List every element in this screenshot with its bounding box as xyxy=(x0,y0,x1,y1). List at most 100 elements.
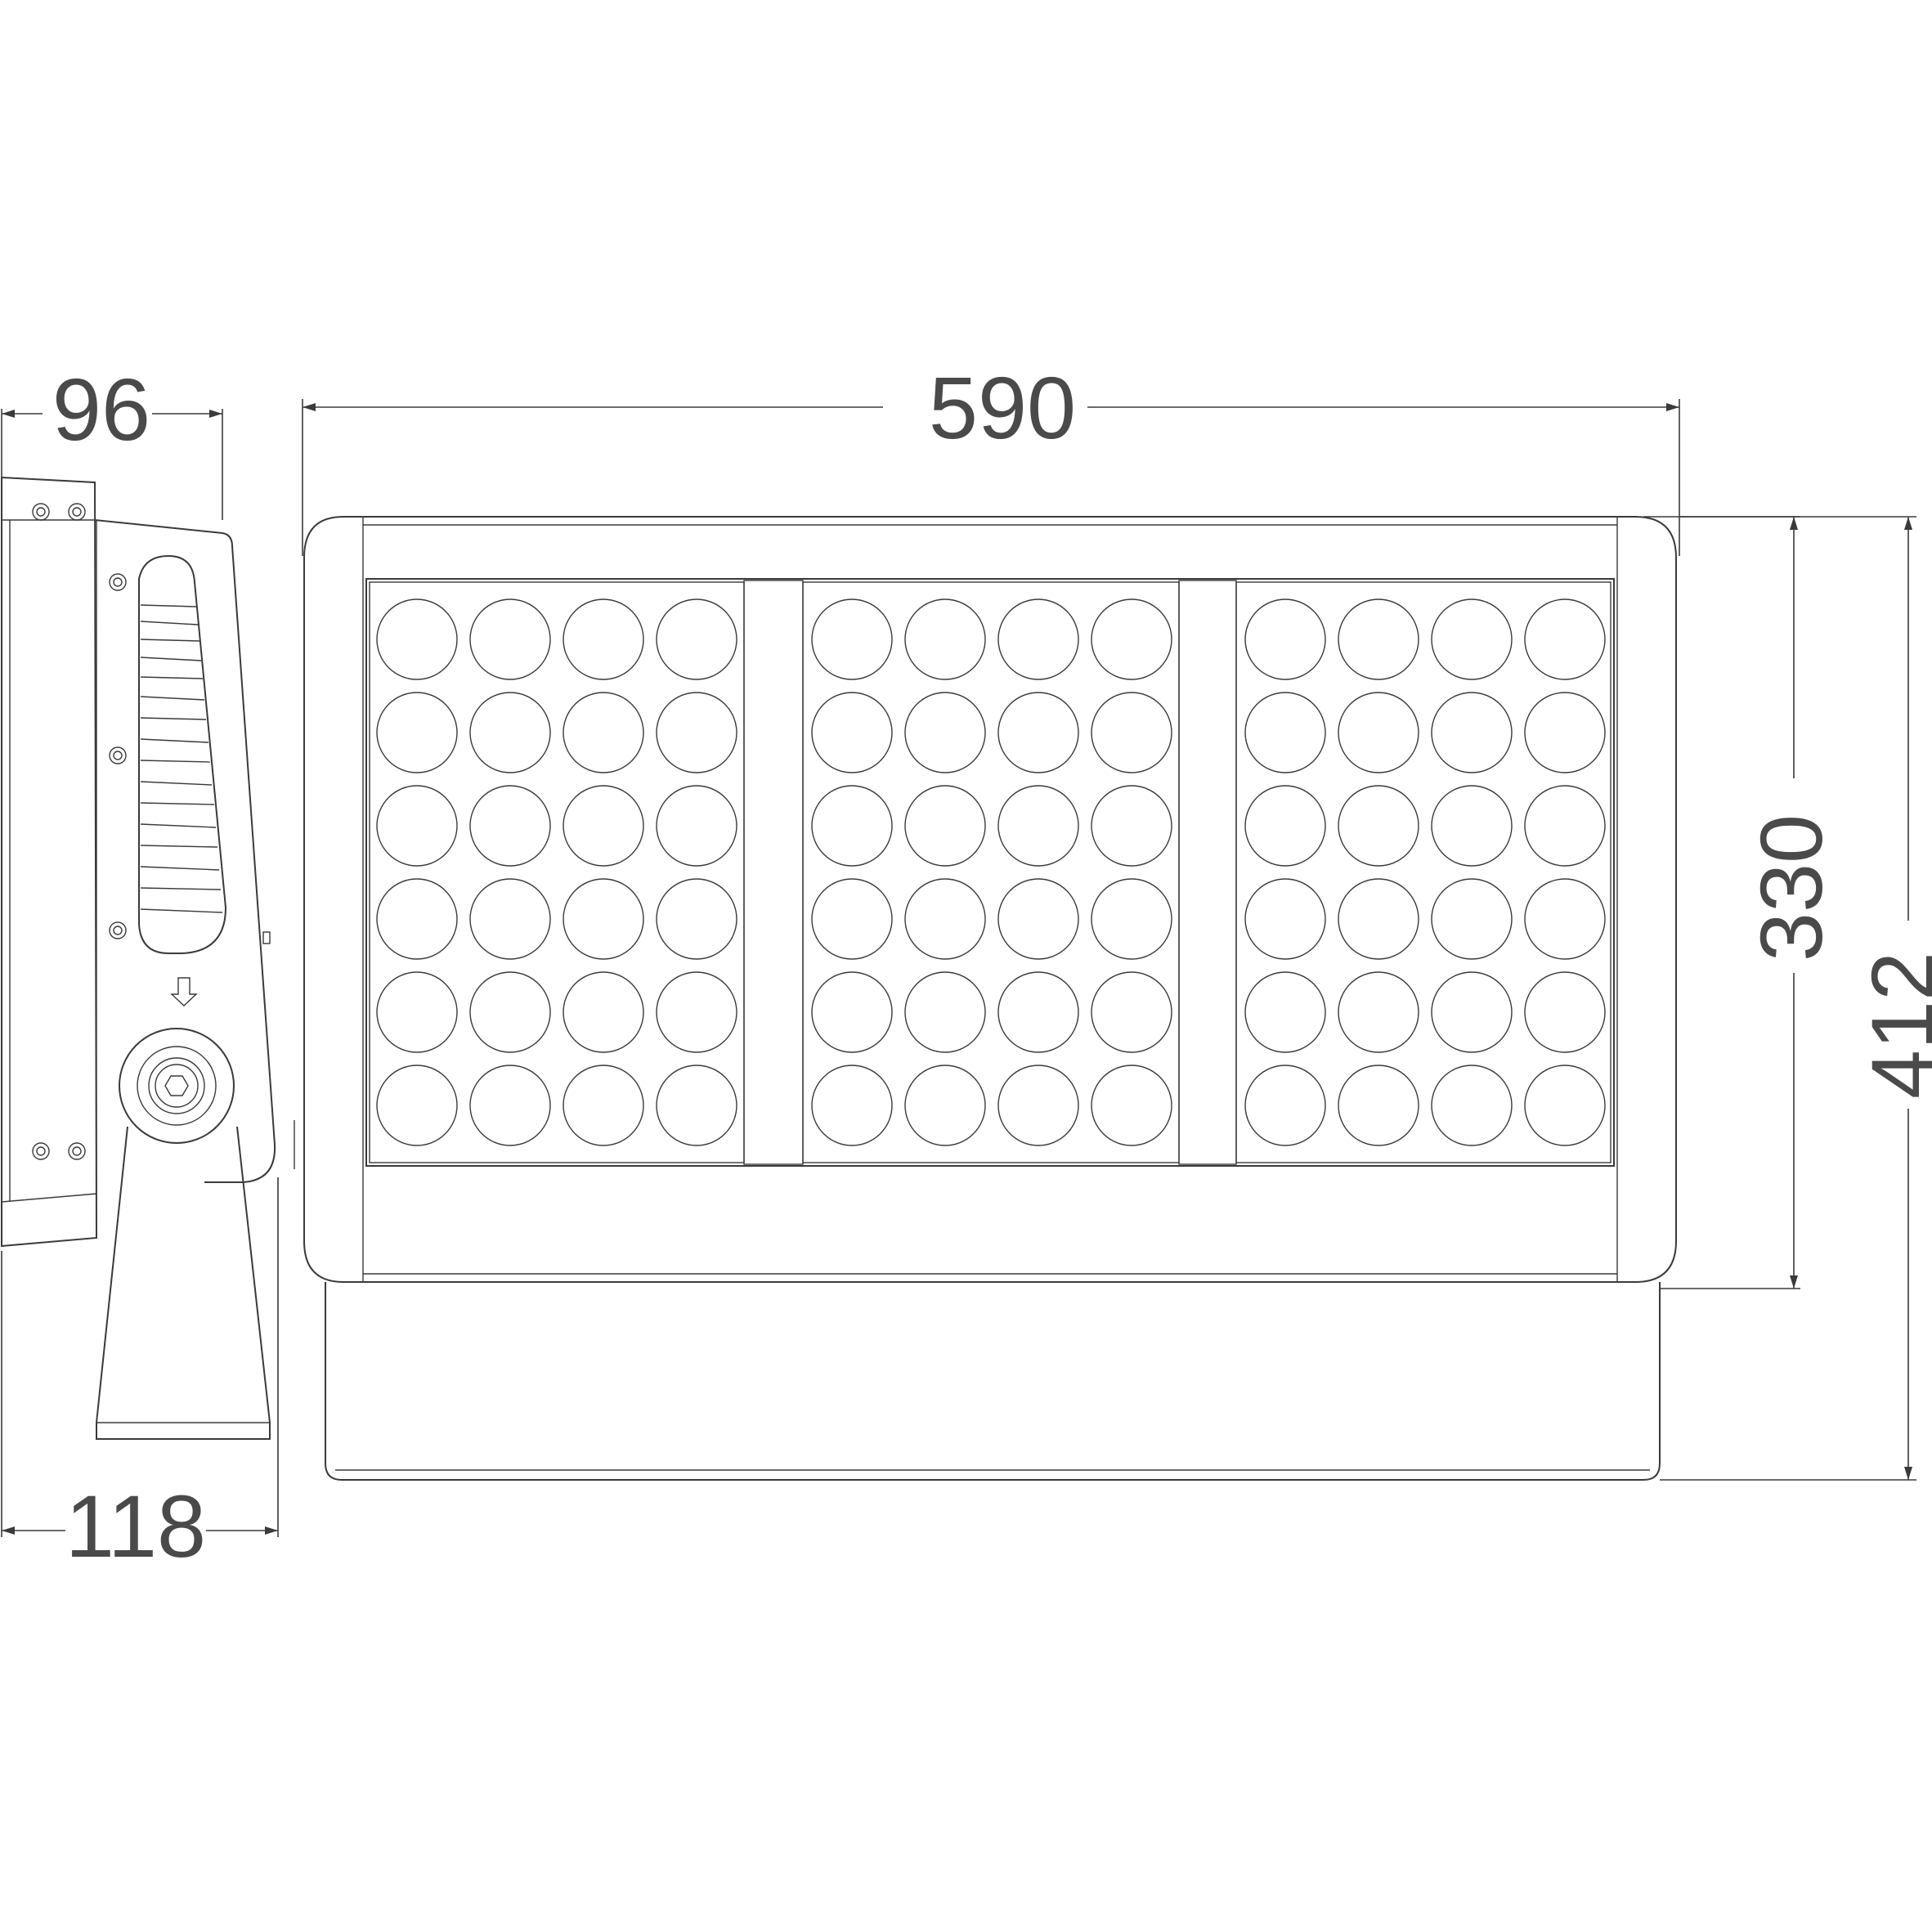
led-lens xyxy=(811,785,893,867)
led-lens xyxy=(1524,785,1606,867)
led-lens xyxy=(376,878,458,960)
led-lens xyxy=(563,785,644,867)
dim-front-width: 590 xyxy=(929,358,1076,457)
led-lens xyxy=(1524,692,1606,773)
dim-side-depth: 96 xyxy=(52,360,150,459)
dimension-412: 412 xyxy=(1660,516,1932,1481)
led-lens xyxy=(904,878,986,960)
dim-side-base: 118 xyxy=(65,1477,206,1576)
led-module-right xyxy=(1235,581,1611,1163)
led-module-left xyxy=(369,581,745,1163)
led-lens xyxy=(1431,971,1513,1053)
hex-bolt-icon xyxy=(164,1075,189,1096)
dim-front-height-total: 412 xyxy=(1853,952,1932,1099)
led-lens xyxy=(1338,971,1419,1053)
dimension-118: 118 xyxy=(1,1177,279,1576)
side-screws xyxy=(32,503,127,1160)
side-front-plate xyxy=(1,476,98,1248)
led-lens xyxy=(1431,692,1513,773)
side-housing xyxy=(94,519,276,1183)
led-lens xyxy=(469,785,551,867)
led-lens xyxy=(656,785,737,867)
led-lens xyxy=(563,1065,644,1146)
led-lens xyxy=(997,971,1079,1053)
led-lens xyxy=(904,785,986,867)
led-lens xyxy=(997,598,1079,680)
led-grid xyxy=(376,598,1606,1146)
dimension-330: 330 xyxy=(1643,516,1840,1289)
led-lens xyxy=(904,971,986,1053)
led-lens xyxy=(904,692,986,773)
led-lens xyxy=(811,878,893,960)
led-lens xyxy=(469,878,551,960)
led-area-frame xyxy=(365,578,1615,1167)
led-lens xyxy=(1338,785,1419,867)
led-lens xyxy=(1244,785,1326,867)
tilt-arrow-icon xyxy=(170,977,198,1006)
front-view xyxy=(303,516,1677,1481)
led-lens xyxy=(376,692,458,773)
led-lens xyxy=(904,598,986,680)
led-lens xyxy=(1431,1065,1513,1146)
led-lens xyxy=(1338,692,1419,773)
led-lens xyxy=(563,692,644,773)
led-lens xyxy=(811,692,893,773)
led-lens xyxy=(656,598,737,680)
led-lens xyxy=(1524,1065,1606,1146)
led-module-center xyxy=(802,581,1180,1163)
led-lens xyxy=(811,1065,893,1146)
side-tab xyxy=(262,931,271,944)
led-lens xyxy=(1524,971,1606,1053)
led-lens xyxy=(469,1065,551,1146)
module-divider-1 xyxy=(743,580,804,1165)
led-lens xyxy=(656,971,737,1053)
led-lens xyxy=(563,598,644,680)
dimension-96: 96 xyxy=(1,360,223,520)
led-lens xyxy=(376,971,458,1053)
led-lens xyxy=(656,1065,737,1146)
led-lens xyxy=(997,878,1079,960)
led-lens xyxy=(1431,878,1513,960)
led-lens xyxy=(469,971,551,1053)
led-lens xyxy=(1338,1065,1419,1146)
dimension-590: 590 xyxy=(302,358,1680,556)
led-lens xyxy=(997,1065,1079,1146)
led-lens xyxy=(1524,878,1606,960)
led-lens xyxy=(1244,1065,1326,1146)
module-divider-2 xyxy=(1178,580,1237,1165)
mounting-bracket xyxy=(96,1126,271,1440)
led-lens xyxy=(997,785,1079,867)
front-bracket xyxy=(325,1282,1661,1481)
led-lens xyxy=(563,878,644,960)
led-lens xyxy=(1244,598,1326,680)
led-lens xyxy=(1431,785,1513,867)
front-housing-outer xyxy=(303,516,1677,1283)
led-lens xyxy=(1338,598,1419,680)
led-lens xyxy=(1091,692,1172,773)
led-lens xyxy=(1338,878,1419,960)
heatsink-slot xyxy=(138,554,227,954)
led-lens xyxy=(1091,598,1172,680)
led-lens xyxy=(1091,785,1172,867)
led-lens xyxy=(1244,692,1326,773)
led-lens xyxy=(376,785,458,867)
side-view xyxy=(1,476,295,1440)
led-lens xyxy=(563,971,644,1053)
led-lens xyxy=(376,598,458,680)
led-lens xyxy=(656,878,737,960)
led-lens xyxy=(1524,598,1606,680)
led-lens xyxy=(811,598,893,680)
pivot-knob xyxy=(119,1028,235,1144)
led-lens xyxy=(376,1065,458,1146)
led-lens xyxy=(1244,971,1326,1053)
led-lens xyxy=(1244,878,1326,960)
led-lens xyxy=(904,1065,986,1146)
led-lens xyxy=(811,971,893,1053)
led-lens xyxy=(1091,878,1172,960)
led-lens xyxy=(656,692,737,773)
led-lens xyxy=(1431,598,1513,680)
dim-front-height-body: 330 xyxy=(1741,814,1840,962)
led-lens xyxy=(997,692,1079,773)
led-lens xyxy=(1091,1065,1172,1146)
